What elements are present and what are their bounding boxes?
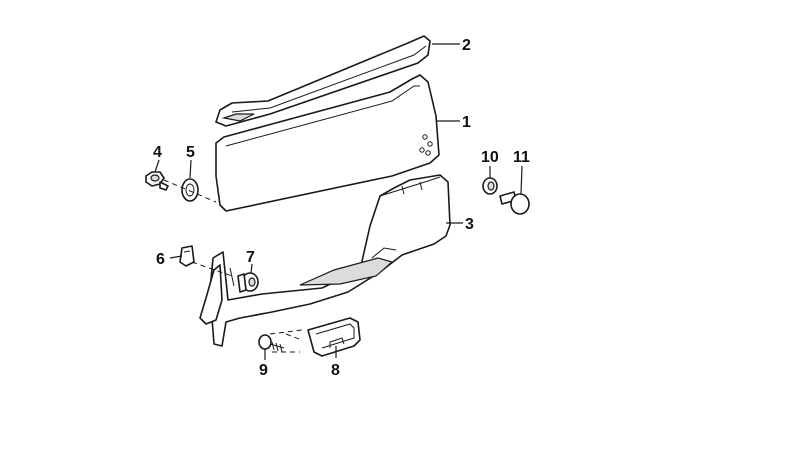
callout-8: 8 (331, 362, 340, 379)
part-11-rivet (499, 191, 530, 215)
part-9-screw (258, 334, 285, 353)
leader-line (154, 159, 160, 173)
part-2-trim-strip (215, 35, 431, 127)
callout-6: 6 (156, 251, 165, 268)
callout-4: 4 (153, 144, 162, 161)
callout-2: 2 (462, 37, 471, 54)
leader-line (250, 263, 253, 274)
leader-line (169, 255, 183, 259)
assembly-line (285, 333, 303, 341)
part-10-small-clip (482, 177, 498, 195)
callout-7: 7 (246, 249, 255, 266)
part-4-push-clip (145, 171, 169, 191)
callout-9: 9 (259, 362, 268, 379)
part-8-cover-cap (307, 317, 361, 357)
part-1-trim-panel (215, 74, 440, 212)
callout-10: 10 (481, 149, 499, 166)
part-6-clip-nut (179, 245, 195, 267)
callout-1: 1 (462, 114, 471, 131)
panel-hole-icon (422, 134, 428, 140)
assembly-line (269, 329, 303, 353)
callout-5: 5 (186, 144, 195, 161)
assembly-line (191, 261, 233, 277)
panel-hole-icon (425, 150, 431, 156)
part-3-lower-trim-panel (199, 174, 451, 347)
part-7-screw (237, 272, 259, 293)
leader-line (189, 159, 192, 179)
part-5-washer (181, 178, 199, 202)
assembly-line (163, 179, 217, 203)
leader-line (520, 165, 523, 195)
callout-11: 11 (513, 149, 530, 166)
panel-hole-icon (427, 141, 433, 147)
callout-3: 3 (465, 216, 474, 233)
panel-hole-icon (419, 147, 425, 153)
